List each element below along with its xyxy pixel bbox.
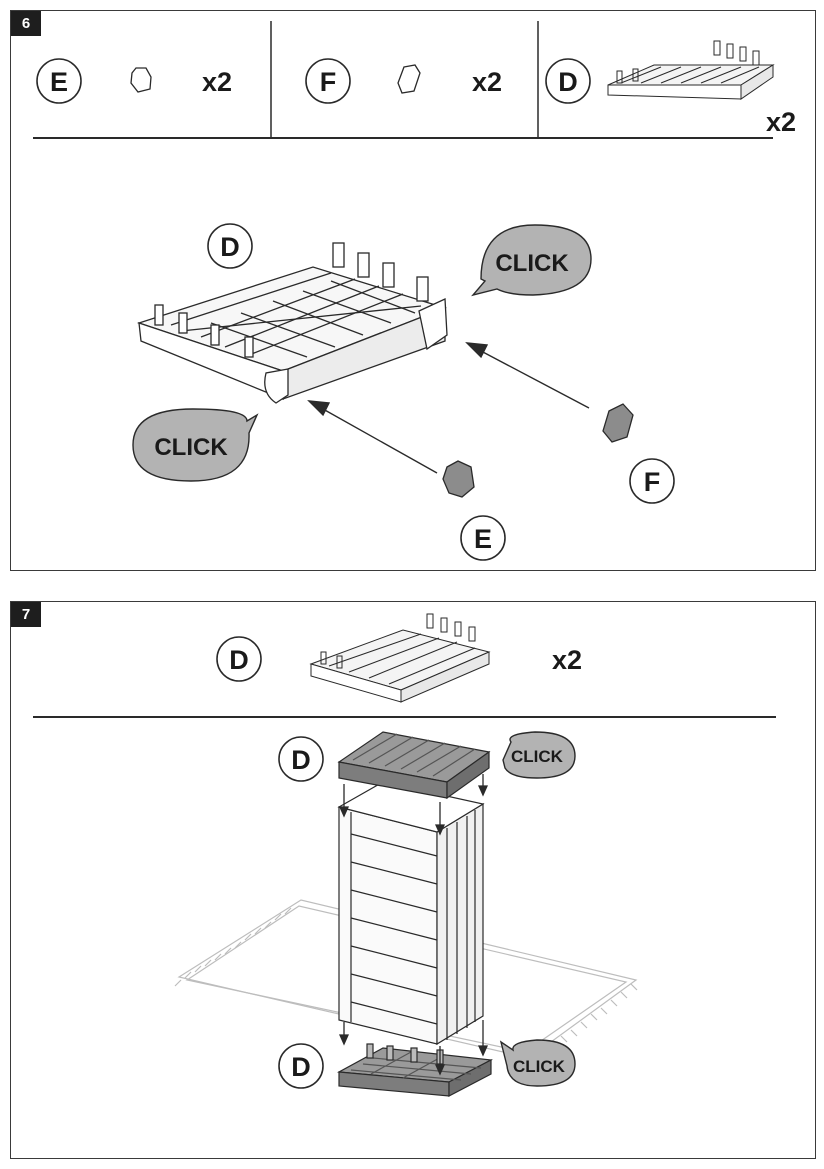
cap-f-icon xyxy=(397,64,421,94)
part-letter: E xyxy=(50,67,68,97)
part-e-header: E x2 xyxy=(36,58,232,104)
part-quantity: x2 xyxy=(552,645,582,675)
top-frame-d xyxy=(337,731,491,800)
part-d-callout xyxy=(278,736,324,782)
part-quantity: x2 xyxy=(202,67,232,97)
part-f-label: F xyxy=(644,467,661,497)
step-number-badge: 7 xyxy=(11,602,41,627)
cap-e-icon xyxy=(442,460,475,498)
arrow xyxy=(434,1046,446,1076)
part-e-callout xyxy=(460,515,506,561)
step-number-badge: 6 xyxy=(11,11,41,36)
part-d-label: D xyxy=(291,745,311,775)
arrow xyxy=(477,1020,489,1057)
step-7-panel: 7 D x2 xyxy=(10,601,816,1159)
cap-f-icon xyxy=(602,403,634,443)
bottom-frame-d xyxy=(336,1043,494,1097)
part-letter: D xyxy=(558,67,578,97)
part-d-callout xyxy=(216,636,262,682)
svg-text:CLICK: CLICK xyxy=(154,434,228,461)
svg-text:CLICK: CLICK xyxy=(513,1057,566,1076)
step-6-illustration: E x2 F x2 D x2 xyxy=(33,21,796,561)
step-6-panel: 6 E x2 F x2 D xyxy=(10,10,816,571)
part-quantity: x2 xyxy=(472,67,502,97)
click-bubble: CLICK xyxy=(471,224,592,297)
svg-text:CLICK: CLICK xyxy=(495,250,569,277)
container-body xyxy=(337,781,485,1046)
part-e-label: E xyxy=(474,524,492,554)
arrow xyxy=(338,784,350,818)
part-f-header: F x2 xyxy=(305,58,502,104)
arrow xyxy=(307,400,438,474)
frame-d-drawing xyxy=(136,242,448,404)
click-bubble: CLICK xyxy=(502,731,576,779)
arrow xyxy=(477,774,489,797)
part-quantity: x2 xyxy=(766,107,796,137)
arrow xyxy=(465,342,590,409)
frame-d-small-icon xyxy=(607,40,775,100)
click-bubble: CLICK xyxy=(499,1039,576,1087)
part-d-label: D xyxy=(291,1052,311,1082)
part-d-callout xyxy=(278,1043,324,1089)
arrow xyxy=(434,802,446,836)
part-f-callout xyxy=(629,458,675,504)
part-letter: F xyxy=(320,67,337,97)
svg-text:CLICK: CLICK xyxy=(511,747,564,766)
click-bubble: CLICK xyxy=(132,408,259,482)
cap-e-icon xyxy=(130,67,152,93)
part-letter: D xyxy=(229,645,249,675)
part-d-header: D x2 xyxy=(545,40,796,137)
arrow xyxy=(338,1022,350,1046)
part-d-label: D xyxy=(220,232,240,262)
step-7-illustration: D x2 xyxy=(33,613,776,1097)
part-d-callout xyxy=(207,223,253,269)
frame-d-small-icon xyxy=(309,613,491,703)
